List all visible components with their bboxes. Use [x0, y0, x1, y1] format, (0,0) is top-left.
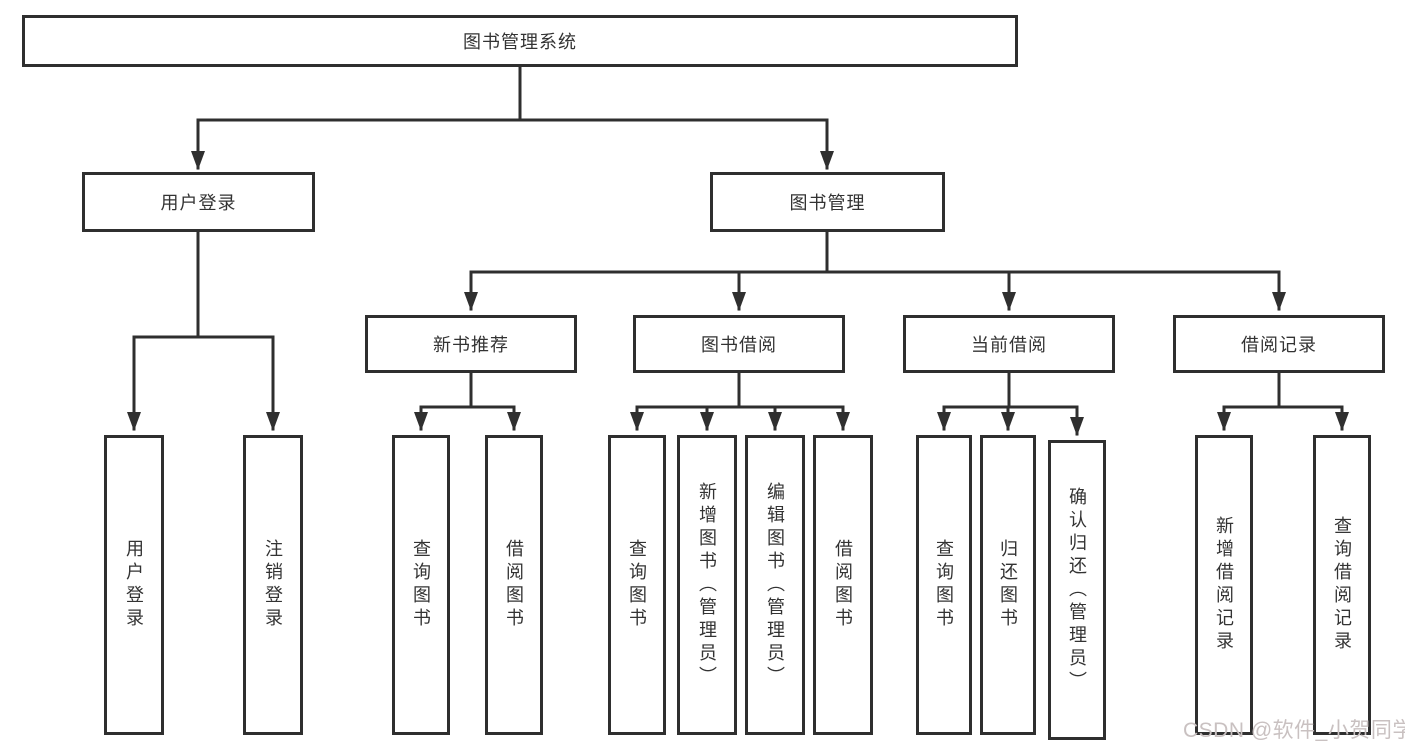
- leaf-logout-login: 注销登录: [243, 435, 303, 735]
- csdn-watermark: CSDN @软件_小贺同学: [1183, 719, 1405, 742]
- leaf-edit-book-admin: 编辑图书（管理员）: [745, 435, 805, 735]
- leaf-user-login: 用户登录: [104, 435, 164, 735]
- node-user-login: 用户登录: [82, 172, 315, 232]
- node-new-book-recommend: 新书推荐: [365, 315, 577, 373]
- leaf-query-books: 查询图书: [392, 435, 450, 735]
- leaf-query-books: 查询图书: [608, 435, 666, 735]
- node-borrow-records: 借阅记录: [1173, 315, 1385, 373]
- node-book-borrow: 图书借阅: [633, 315, 845, 373]
- node-book-management: 图书管理: [710, 172, 945, 232]
- leaf-return-books: 归还图书: [980, 435, 1036, 735]
- leaf-confirm-return-admin: 确认归还（管理员）: [1048, 440, 1106, 740]
- node-current-borrow: 当前借阅: [903, 315, 1115, 373]
- leaf-add-borrow-record: 新增借阅记录: [1195, 435, 1253, 735]
- leaf-query-books: 查询图书: [916, 435, 972, 735]
- leaf-borrow-books: 借阅图书: [813, 435, 873, 735]
- leaf-add-book-admin: 新增图书（管理员）: [677, 435, 737, 735]
- node-library-management-system: 图书管理系统: [22, 15, 1018, 67]
- leaf-query-borrow-record: 查询借阅记录: [1313, 435, 1371, 735]
- leaf-borrow-books: 借阅图书: [485, 435, 543, 735]
